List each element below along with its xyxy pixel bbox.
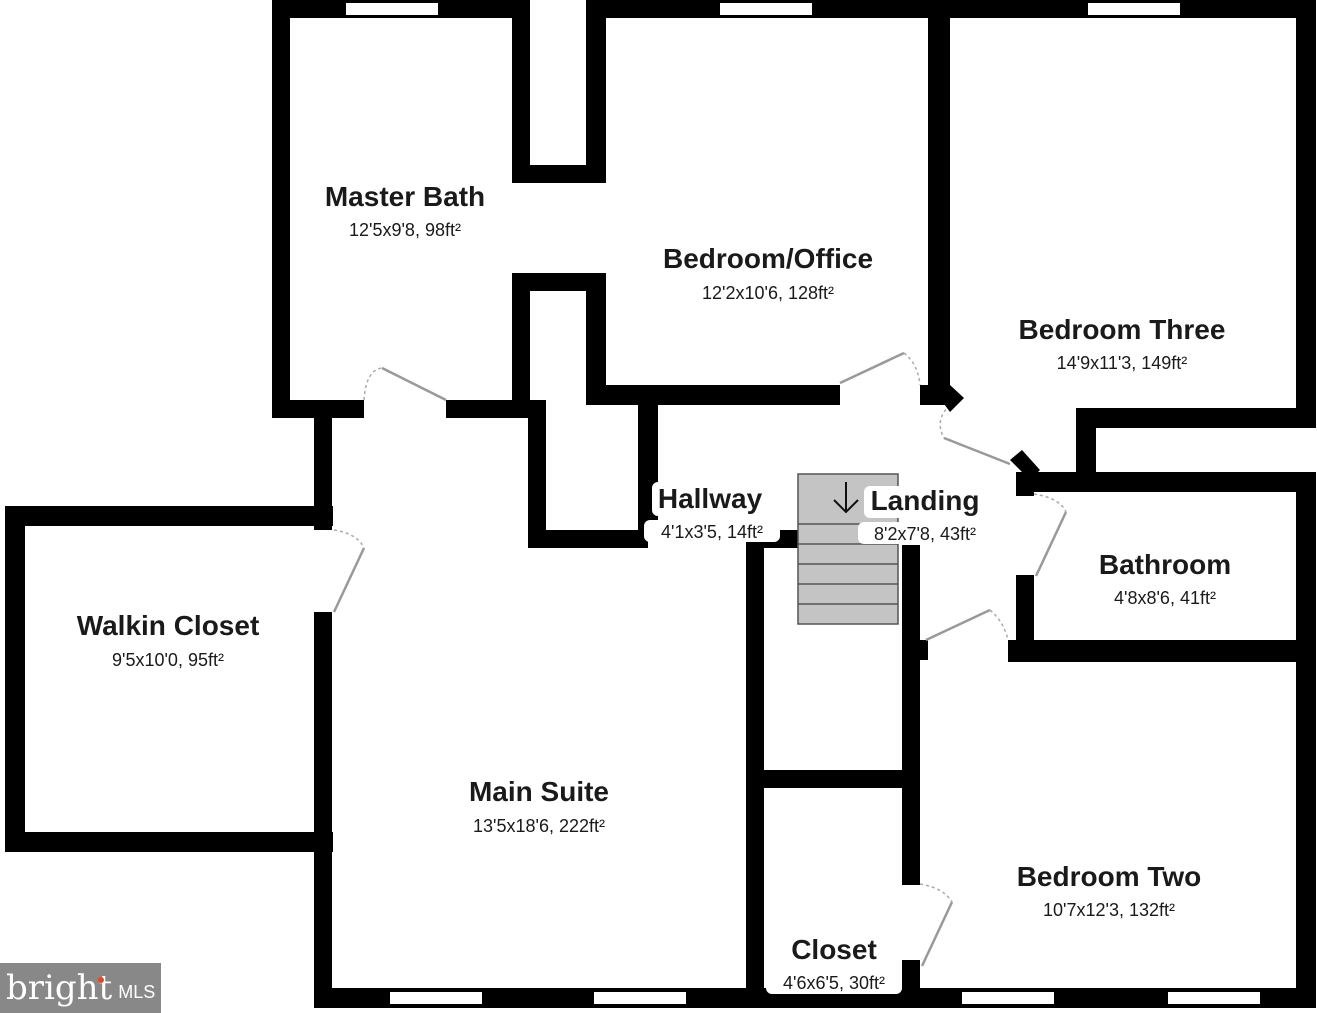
room-dims-bathroom: 4'8x8'6, 41ft² xyxy=(1114,588,1216,608)
room-labels: Master Bath 12'5x9'8, 98ft² Bedroom/Offi… xyxy=(77,181,1231,994)
arrow-down-icon xyxy=(833,482,859,514)
room-name-bedroom-two: Bedroom Two xyxy=(1017,861,1202,892)
room-name-closet: Closet xyxy=(791,934,877,965)
room-name-bedroom-office: Bedroom/Office xyxy=(663,243,873,274)
room-dims-master-bath: 12'5x9'8, 98ft² xyxy=(349,220,461,240)
room-dims-bedroom-three: 14'9x11'3, 149ft² xyxy=(1057,353,1188,373)
room-name-bedroom-three: Bedroom Three xyxy=(1019,314,1226,345)
room-dims-hallway: 4'1x3'5, 14ft² xyxy=(661,522,763,542)
room-name-bathroom: Bathroom xyxy=(1099,549,1231,580)
room-name-landing: Landing xyxy=(871,485,980,516)
room-dims-main-suite: 13'5x18'6, 222ft² xyxy=(473,816,605,836)
doors xyxy=(332,351,1068,967)
room-name-main-suite: Main Suite xyxy=(469,776,609,807)
room-dims-bedroom-two: 10'7x12'3, 132ft² xyxy=(1043,900,1175,920)
bright-mls-watermark: bright MLS xyxy=(0,963,161,1013)
room-name-hallway: Hallway xyxy=(658,483,763,514)
room-name-walkin-closet: Walkin Closet xyxy=(77,610,260,641)
windows xyxy=(346,3,1260,1004)
watermark-brand: bright xyxy=(6,968,113,1008)
room-dims-closet: 4'6x6'5, 30ft² xyxy=(783,973,885,993)
room-name-master-bath: Master Bath xyxy=(325,181,485,212)
walls xyxy=(5,0,1316,1008)
room-dims-landing: 8'2x7'8, 43ft² xyxy=(874,524,976,544)
watermark-accent-dot xyxy=(98,977,104,983)
room-dims-bedroom-office: 12'2x10'6, 128ft² xyxy=(702,283,834,303)
watermark-suffix: MLS xyxy=(118,981,156,1002)
room-dims-walkin-closet: 9'5x10'0, 95ft² xyxy=(112,650,224,670)
